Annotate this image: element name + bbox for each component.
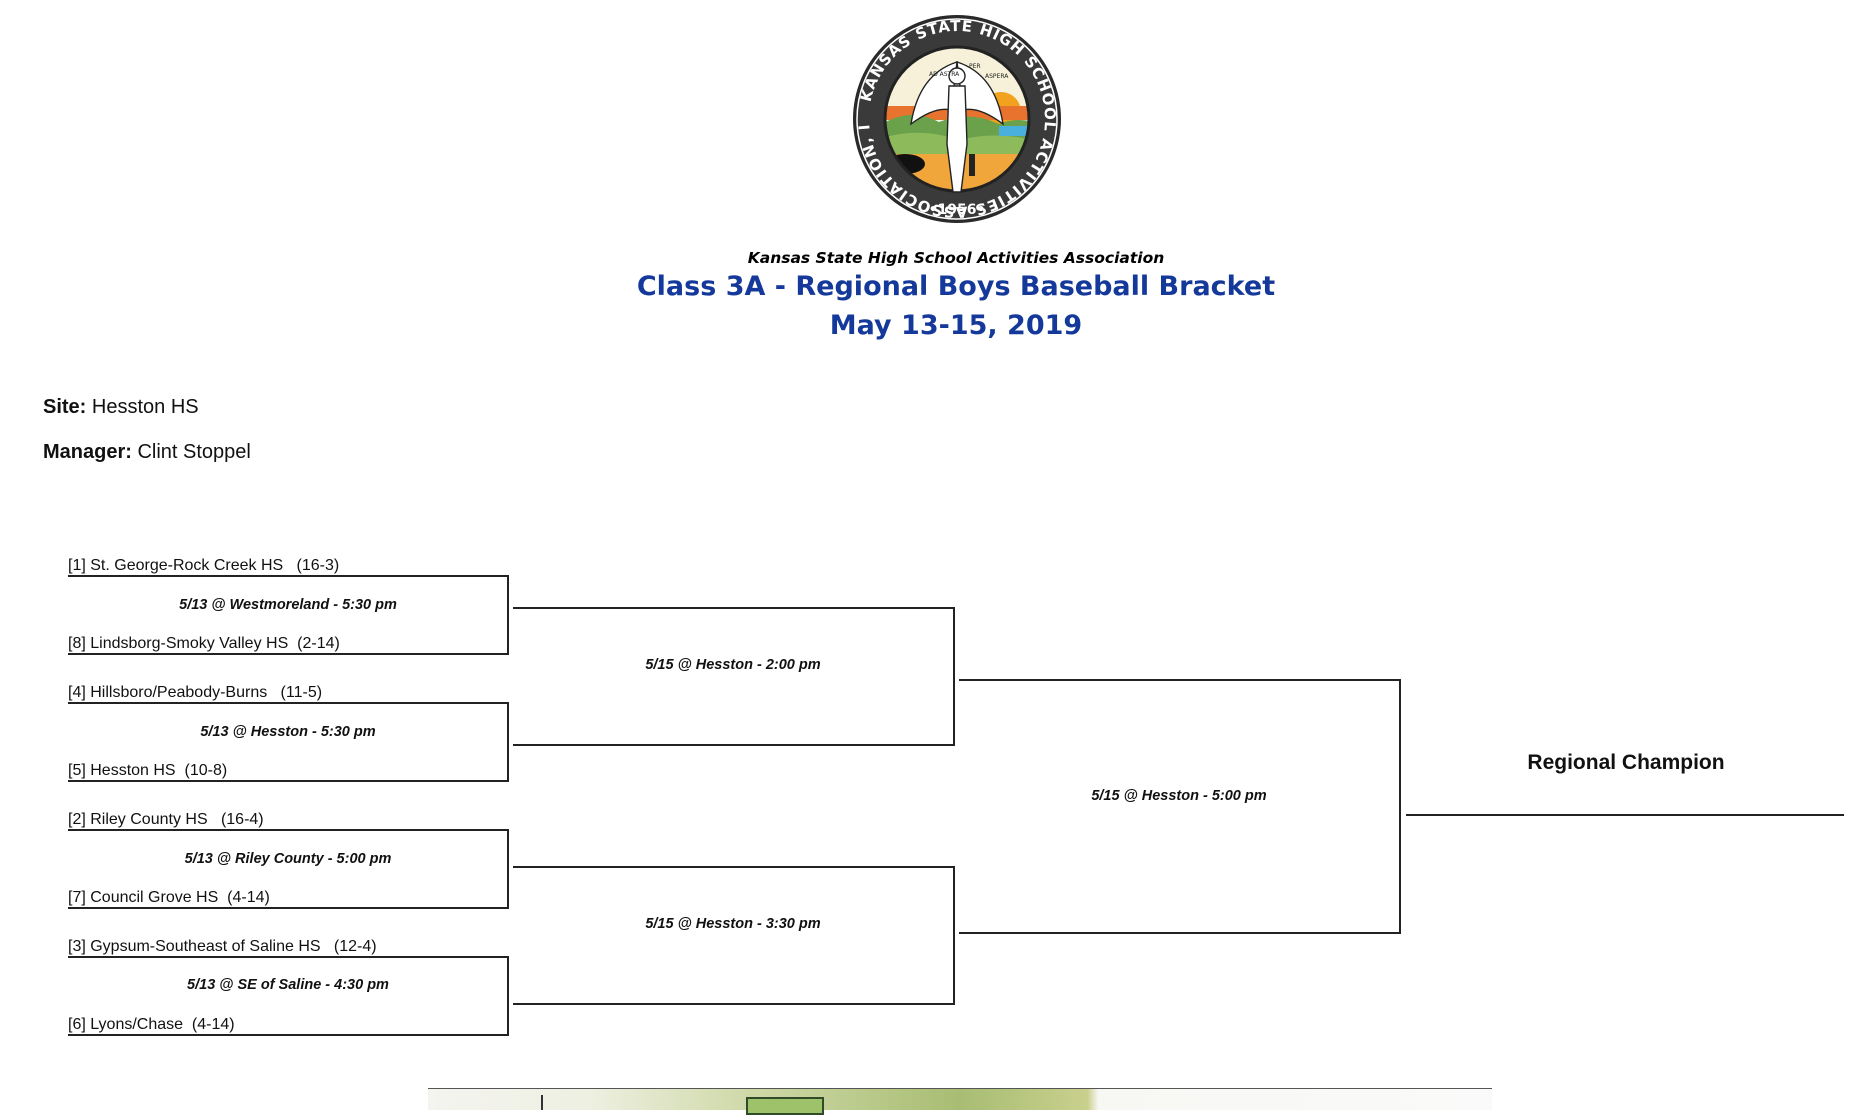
bracket-line: [68, 907, 508, 909]
bracket-line: [953, 607, 955, 746]
game-final: 5/15 @ Hesston - 5:00 pm: [1091, 788, 1267, 804]
bracket-line: [507, 702, 509, 782]
bracket-line: [68, 575, 508, 577]
stadium-photo: [428, 1088, 1492, 1115]
svg-text:•1956•: •1956•: [929, 202, 986, 218]
tournament-dates: May 13-15, 2019: [829, 310, 1083, 341]
svg-text:ASPERA: ASPERA: [985, 73, 1009, 80]
site-value: Hesston HS: [91, 396, 199, 418]
bracket-line: [507, 956, 509, 1036]
manager-info: Manager: Clint Stoppel: [43, 441, 251, 464]
bracket-line: [68, 1034, 508, 1036]
bracket-line: [513, 1003, 954, 1005]
page-title: Class 3A - Regional Boys Baseball Bracke…: [636, 271, 1276, 302]
bracket-line: [953, 866, 955, 1005]
site-info: Site: Hesston HS: [43, 396, 199, 419]
site-label: Site:: [43, 396, 87, 418]
team-seed-6: [6] Lyons/Chase (4-14): [68, 1016, 235, 1033]
team-seed-7: [7] Council Grove HS (4-14): [68, 889, 270, 906]
association-logo: KANSAS STATE HIGH SCHOOL ACTIVITIES ASSO…: [842, 0, 1065, 224]
bracket-line: [68, 780, 508, 782]
bracket-line: [507, 829, 509, 909]
bracket-line: [513, 744, 954, 746]
bracket-line: [959, 679, 1400, 681]
game-round1-4: 5/13 @ SE of Saline - 4:30 pm: [187, 977, 389, 993]
bracket-line: [507, 575, 509, 655]
team-seed-4: [4] Hillsboro/Peabody-Burns (11-5): [68, 684, 323, 701]
bracket-line: [68, 653, 508, 655]
svg-text:AD ASTRA: AD ASTRA: [929, 71, 960, 78]
team-seed-8: [8] Lindsborg-Smoky Valley HS (2-14): [68, 635, 340, 652]
bracket-line: [1399, 679, 1401, 934]
association-name: Kansas State High School Activities Asso…: [747, 249, 1165, 267]
bracket-line: [959, 932, 1400, 934]
team-seed-3: [3] Gypsum-Southeast of Saline HS (12-4): [68, 938, 377, 955]
bracket-line: [68, 702, 508, 704]
manager-label: Manager:: [43, 441, 132, 463]
manager-value: Clint Stoppel: [137, 441, 251, 463]
bracket-line: [513, 607, 954, 609]
game-round1-1: 5/13 @ Westmoreland - 5:30 pm: [179, 597, 397, 613]
light-pole: [541, 1095, 543, 1110]
bracket-line: [513, 866, 954, 868]
champion-label: Regional Champion: [1527, 751, 1725, 774]
game-semifinal-2: 5/15 @ Hesston - 3:30 pm: [645, 916, 821, 932]
bracket-line: [68, 829, 508, 831]
team-seed-2: [2] Riley County HS (16-4): [68, 811, 264, 828]
game-round1-3: 5/13 @ Riley County - 5:00 pm: [184, 851, 392, 867]
game-round1-2: 5/13 @ Hesston - 5:30 pm: [200, 724, 376, 740]
champion-line: [1406, 814, 1844, 816]
svg-text:PER: PER: [969, 63, 981, 70]
bracket-line: [68, 956, 508, 958]
team-seed-5: [5] Hesston HS (10-8): [68, 762, 228, 779]
team-seed-1: [1] St. George-Rock Creek HS (16-3): [68, 557, 340, 574]
game-semifinal-1: 5/15 @ Hesston - 2:00 pm: [645, 657, 821, 673]
scoreboard: [746, 1097, 824, 1115]
